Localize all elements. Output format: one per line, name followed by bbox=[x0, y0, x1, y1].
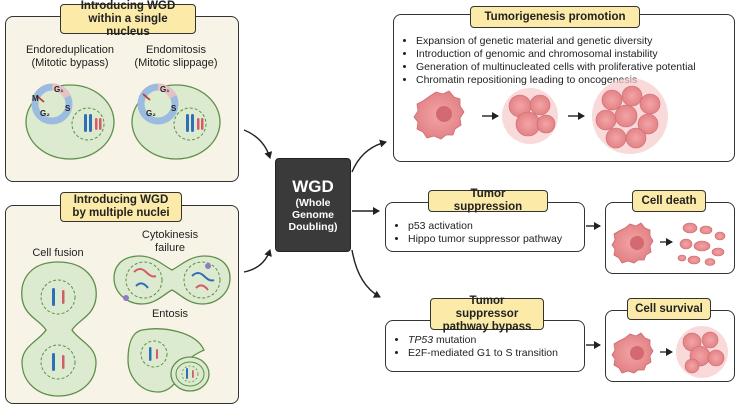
cytokinesis-failure-label: Cytokinesis failure bbox=[130, 229, 210, 255]
tumor-cell bbox=[611, 332, 654, 374]
title-line: Introducing WGD bbox=[73, 194, 169, 206]
cell-death-title: Cell death bbox=[632, 190, 706, 212]
cycle-label-s: S bbox=[65, 104, 71, 113]
bullet-item: p53 activation bbox=[408, 220, 593, 233]
large-tumor-cluster bbox=[592, 78, 668, 154]
cell-fusion-cells bbox=[21, 261, 97, 397]
label-line: Endomitosis bbox=[146, 44, 206, 56]
surviving-cluster bbox=[676, 326, 728, 378]
cycle-label-m: M bbox=[32, 94, 39, 103]
endomitosis-label: Endomitosis (Mitotic slippage) bbox=[126, 44, 226, 70]
entosis-label: Entosis bbox=[151, 308, 189, 320]
wgd-subtitle: Doubling) bbox=[288, 221, 338, 233]
label-line: Cytokinesis bbox=[141, 229, 199, 241]
bullet-item: Expansion of genetic material and geneti… bbox=[416, 35, 739, 48]
cycle-label-s: S bbox=[171, 104, 177, 113]
tp53-gene: TP53 bbox=[408, 334, 434, 346]
bullet-item: Generation of multinucleated cells with … bbox=[416, 61, 739, 74]
wgd-center-box: WGD (Whole Genome Doubling) bbox=[275, 158, 351, 252]
arrow-wgd-to-bypass bbox=[351, 249, 381, 298]
title-line: within a single nucleus bbox=[88, 12, 168, 38]
cell-survival-title: Cell survival bbox=[627, 298, 711, 320]
tumorigenesis-title: Tumorigenesis promotion bbox=[470, 6, 640, 28]
title-line: Tumor suppressor bbox=[455, 294, 519, 320]
flow-arrows bbox=[243, 129, 601, 349]
wgd-title: WGD bbox=[292, 177, 334, 196]
tumor-suppression-bullets: p53 activation Hippo tumor suppressor pa… bbox=[394, 220, 593, 246]
label-line: (Mitotic bypass) bbox=[31, 57, 109, 69]
tumorigenesis-panel bbox=[393, 14, 735, 162]
endoreduplication-cell: M G₁ S G₂ bbox=[25, 83, 115, 160]
bullet-item: Chromatin repositioning leading to oncog… bbox=[416, 74, 739, 87]
cytokinesis-failure-cells bbox=[113, 255, 231, 305]
tumor-cell bbox=[611, 222, 654, 264]
cycle-label-g1: G₁ bbox=[160, 85, 170, 94]
entosis-cells bbox=[127, 328, 210, 393]
arrow-multiple-to-wgd bbox=[243, 249, 272, 273]
bullet-text: mutation bbox=[433, 334, 477, 346]
label-line: Endoreduplication bbox=[25, 44, 115, 56]
bypass-bullets: TP53 mutation E2F-mediated G1 to S trans… bbox=[394, 334, 593, 360]
cell-fusion-label: Cell fusion bbox=[32, 247, 84, 259]
bullet-item: Introduction of genomic and chromosomal … bbox=[416, 48, 739, 61]
arrow-wgd-to-tumorigenesis bbox=[351, 139, 387, 173]
label-line: failure bbox=[155, 242, 185, 254]
wgd-single-nucleus-title: Introducing WGD within a single nucleus bbox=[60, 0, 196, 38]
label-line: (Mitotic slippage) bbox=[134, 57, 218, 69]
small-tumor-cluster bbox=[502, 88, 558, 144]
cycle-label-g2: G₂ bbox=[40, 109, 50, 118]
cell-cycle-diagram: M G₁ S G₂ bbox=[31, 83, 73, 125]
title-line: Introducing WGD bbox=[80, 0, 176, 12]
wgd-subtitle: (Whole bbox=[295, 197, 331, 209]
tumorigenesis-bullets: Expansion of genetic material and geneti… bbox=[402, 35, 739, 87]
title-line: pathway bypass bbox=[442, 320, 532, 333]
cycle-label-g2: G₂ bbox=[146, 109, 156, 118]
wgd-subtitle: Genome bbox=[291, 209, 334, 221]
tumor-suppression-title: Tumor suppression bbox=[428, 188, 548, 213]
cell-cycle-diagram: G₁ S G₂ bbox=[137, 83, 179, 125]
arrow-single-to-wgd bbox=[243, 129, 273, 159]
bullet-item: Hippo tumor suppressor pathway bbox=[408, 233, 593, 246]
cycle-label-g1: G₁ bbox=[54, 85, 64, 94]
endoreduplication-label: Endoreduplication (Mitotic bypass) bbox=[20, 44, 120, 70]
endomitosis-cell: G₁ S G₂ bbox=[131, 83, 221, 160]
bypass-title: Tumor suppressor pathway bypass bbox=[430, 294, 544, 333]
apoptotic-fragments bbox=[677, 222, 726, 266]
single-tumor-cell bbox=[413, 90, 465, 140]
cell-death-illustration bbox=[611, 222, 726, 266]
bullet-item: TP53 mutation bbox=[408, 334, 593, 347]
tumor-progression bbox=[413, 78, 668, 154]
wgd-multiple-nuclei-title: Introducing WGD by multiple nuclei bbox=[60, 192, 182, 222]
cell-survival-illustration bbox=[611, 326, 728, 378]
title-line: by multiple nuclei bbox=[72, 207, 170, 219]
bullet-item: E2F-mediated G1 to S transition bbox=[408, 347, 593, 360]
